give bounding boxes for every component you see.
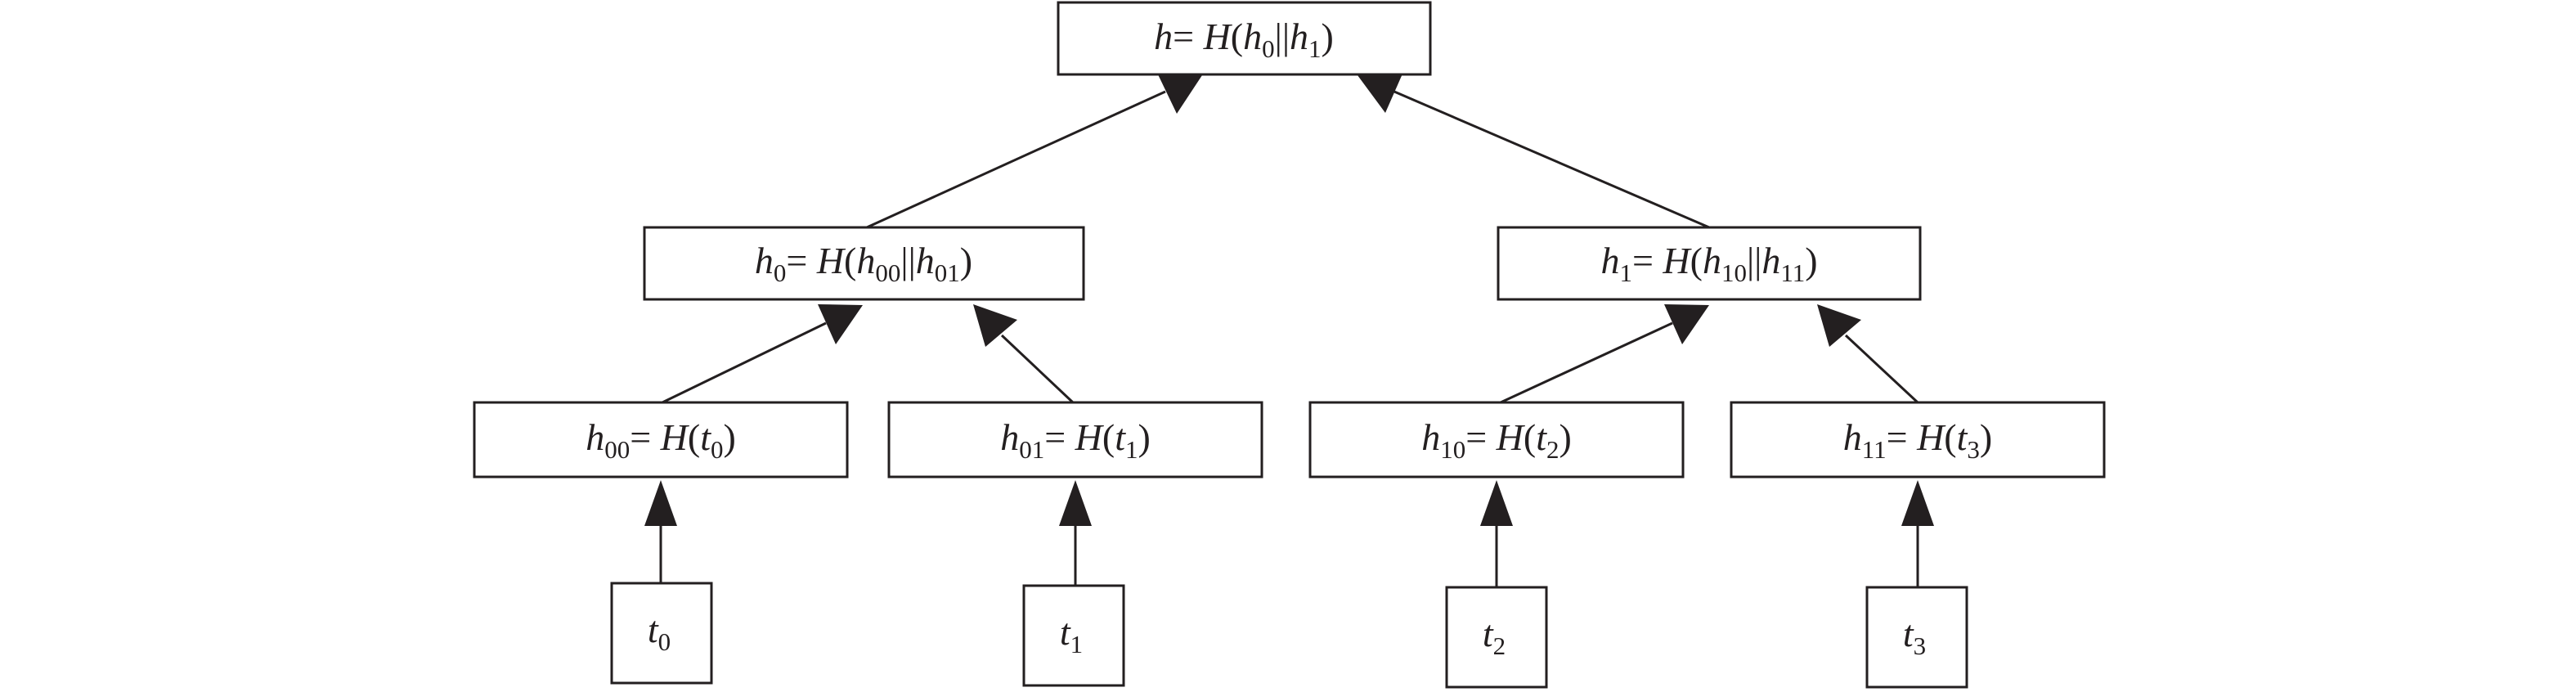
node-h1-label: h1= H(h10||h11) [1600,240,1817,287]
node-h11-label: h11= H(t3) [1843,416,1992,464]
node-h01-label: h01= H(t1) [1000,416,1151,464]
node-t0: t0 [610,582,713,685]
edge-h01-to-h0 [973,304,1075,404]
node-h0: h0= H(h00||h01) [643,226,1085,301]
edge-h00-to-h0 [662,304,863,404]
node-h1: h1= H(h10||h11) [1497,226,1922,301]
edge-h0-to-root [866,73,1202,229]
edge-t0-to-h00 [644,480,677,583]
node-t2-label: t2 [1483,613,1506,660]
node-root: h= H(h0||h1) [1057,1,1432,76]
node-root-label: h= H(h0||h1) [1154,16,1334,63]
node-t2: t2 [1445,586,1548,689]
node-h10: h10= H(t2) [1308,401,1685,479]
node-h00-label: h00= H(t0) [586,416,736,464]
node-t3-label: t3 [1903,613,1926,660]
node-h11: h11= H(t3) [1730,401,2106,479]
edge-h10-to-h1 [1500,304,1709,404]
node-h0-label: h0= H(h00||h01) [755,240,972,287]
node-t1-label: t1 [1060,611,1083,658]
node-h01: h01= H(t1) [887,401,1263,479]
node-t0-label: t0 [648,609,671,656]
edge-h11-to-h1 [1817,304,1919,404]
node-h10-label: h10= H(t2) [1421,416,1572,464]
node-t3: t3 [1865,586,1968,689]
node-h00: h00= H(t0) [473,401,849,479]
edge-t2-to-h10 [1480,480,1513,587]
edge-h1-to-root [1358,72,1710,229]
edge-t3-to-h11 [1901,480,1934,587]
node-t1: t1 [1022,584,1125,687]
edge-t1-to-h01 [1059,480,1092,586]
